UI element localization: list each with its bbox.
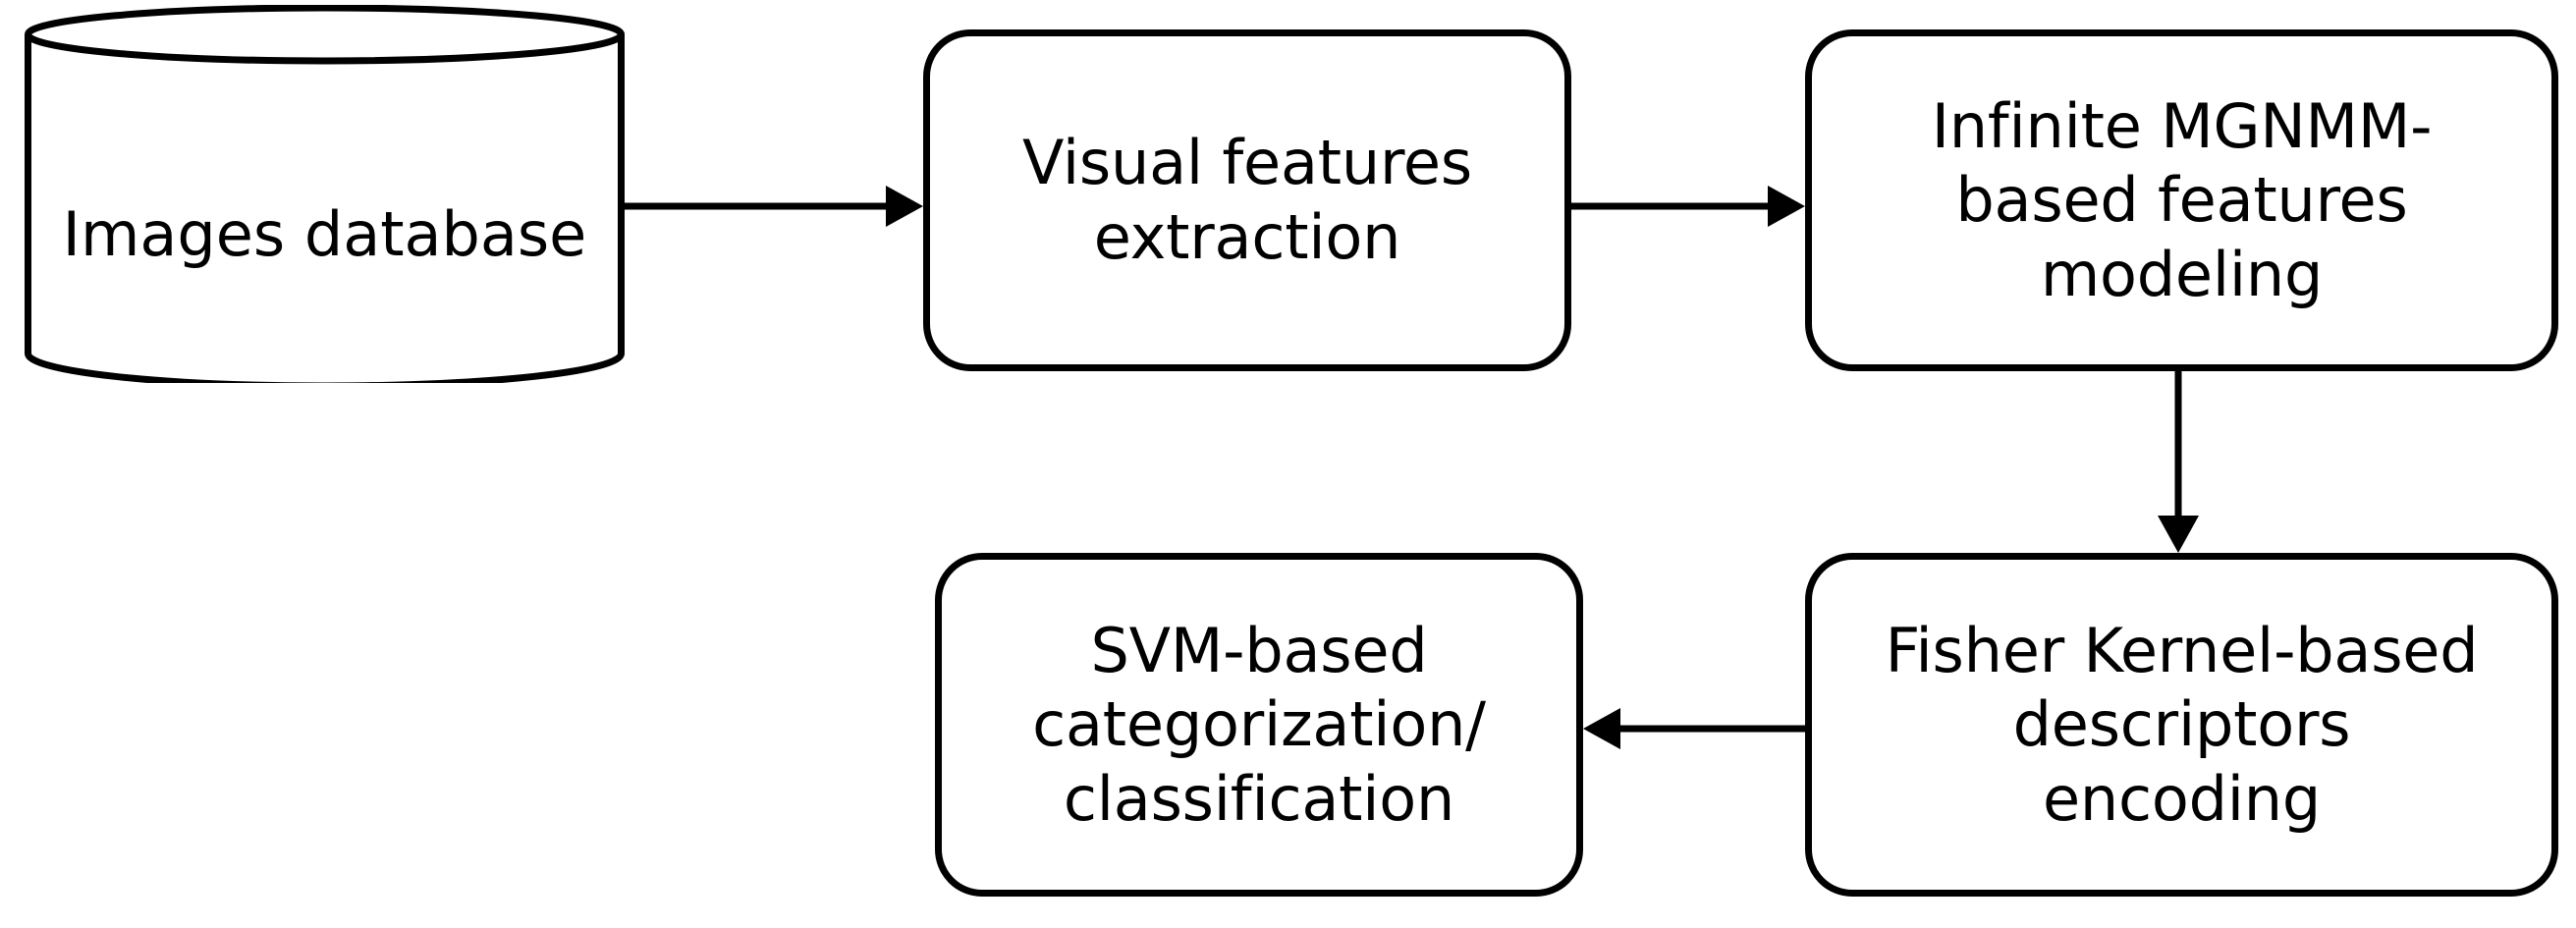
node-infinite-mgnmm-features-modeling[interactable]: Infinite MGNMM- based features modeling <box>1805 29 2558 371</box>
node-visual-features-extraction[interactable]: Visual features extraction <box>923 29 1571 371</box>
edge-db-to-visual-features <box>625 186 923 227</box>
edge-mgnmm-to-fisher-kernel <box>2158 368 2199 553</box>
node-svm-categorization-classification[interactable]: SVM-based categorization/ classification <box>935 553 1583 897</box>
edge-visual-features-to-mgnmm <box>1571 186 1805 227</box>
node-svm-categorization-classification-label: SVM-based categorization/ classification <box>1032 614 1486 835</box>
node-fisher-kernel-descriptors-encoding-label: Fisher Kernel-based descriptors encoding <box>1885 614 2479 835</box>
cylinder-shape <box>25 5 625 383</box>
node-fisher-kernel-descriptors-encoding[interactable]: Fisher Kernel-based descriptors encoding <box>1805 553 2558 897</box>
node-images-database-label: Images database <box>62 198 587 270</box>
edge-fisher-kernel-to-svm <box>1583 708 1809 749</box>
node-visual-features-extraction-label: Visual features extraction <box>1022 127 1472 273</box>
node-images-database[interactable]: Images database <box>25 5 625 383</box>
node-infinite-mgnmm-features-modeling-label: Infinite MGNMM- based features modeling <box>1931 89 2433 310</box>
